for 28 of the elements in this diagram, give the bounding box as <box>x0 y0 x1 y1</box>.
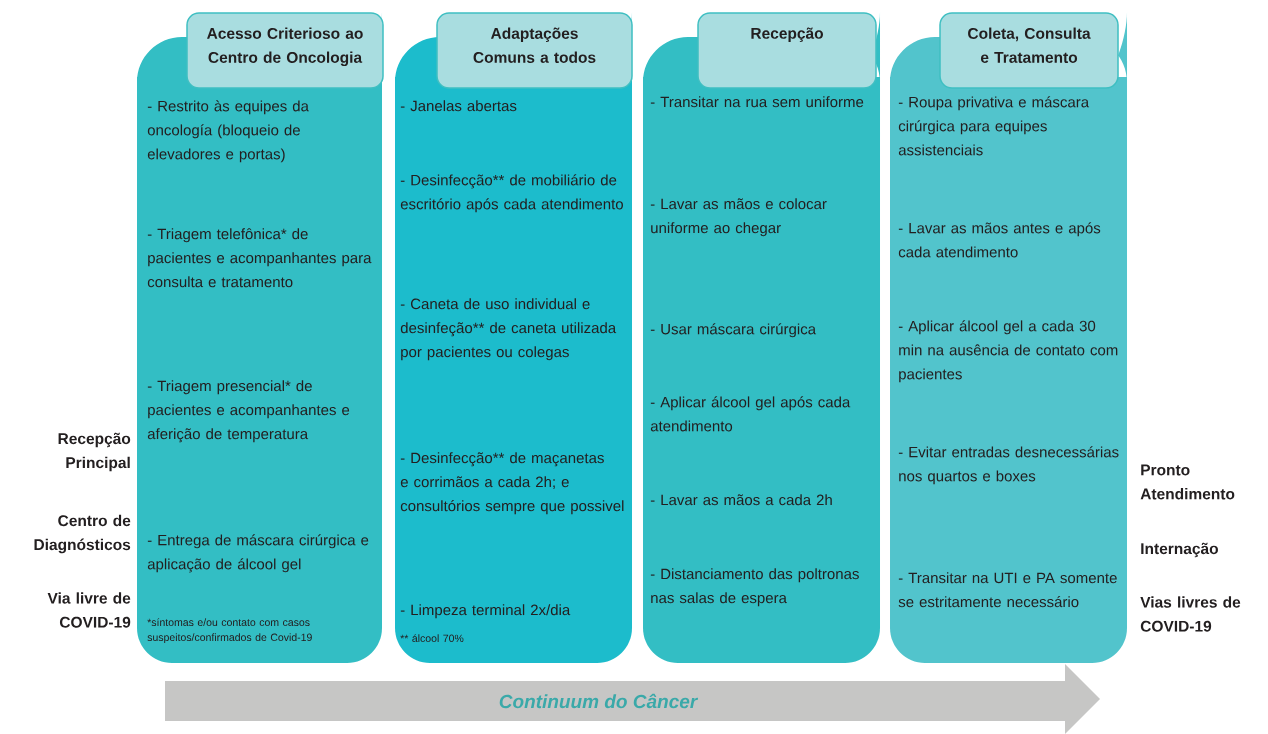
list-item: - Usar máscara cirúrgica <box>650 323 817 338</box>
footnote: ** álcool 70% <box>400 634 464 643</box>
heading-tab: Coleta, Consulta e Tratamento <box>939 12 1119 89</box>
heading-tab: Recepção <box>697 12 877 89</box>
list-item: - Transitar na UTI e PA somente se estritamente necessário <box>898 572 1117 608</box>
list-item: - Janelas abertas <box>400 100 517 112</box>
list-item: - Aplicar álcool gel a cada 30 min na ausência de contato com pacientes <box>898 320 1118 383</box>
list-item: - Evitar entradas desnecessárias nos quartos e boxes <box>898 446 1119 485</box>
heading-tab: Acesso Criterioso ao Centro de Oncologia <box>186 12 384 89</box>
heading-tab: Adaptações Comuns a todos <box>436 12 633 89</box>
list-item: - Lavar as mãos antes e após cada atendimento <box>898 222 1101 258</box>
list-item: - Triagem telefônica* de pacientes e acompanhantes para consulta e tratamento <box>147 228 372 288</box>
list-item: - Limpeza terminal 2x/dia <box>400 604 571 619</box>
list-item: - Lavar as mãos a cada 2h <box>650 494 832 506</box>
list-item: - Aplicar álcool gel após cada atendimento <box>650 396 851 432</box>
list-item: - Entrega de máscara cirúrgica e aplicação de álcool gel <box>147 534 369 573</box>
list-item: - Lavar as mãos e colocar uniforme ao chegar <box>650 198 827 237</box>
list-item: - Transitar na rua sem uniforme <box>650 96 864 108</box>
list-item: - Caneta de uso individual e desinfeção** de caneta utilizada por pacientes ou colegas <box>400 298 617 361</box>
list-item: - Distanciamento das poltronas nas salas de espera <box>650 568 859 607</box>
list-item: - Desinfecção** de maçanetas e corrimãos a cada 2h; e consultórios sempre que possivel <box>400 452 624 515</box>
list-item: - Triagem presencial* de pacientes e acompanhantes e aferição de temperatura <box>147 380 350 443</box>
area-label: Pronto Atendimento <box>1140 464 1235 500</box>
list-item: - Roupa privativa e máscara cirúrgica para equipes assistenciais <box>898 96 1090 156</box>
list-item: - Restrito às equipes da oncología (bloqueio de elevadores e portas) <box>147 100 309 163</box>
area-label: Internação <box>1141 542 1218 558</box>
list-item: - Desinfecção** de mobiliário de escritório após cada atendimento <box>400 174 623 213</box>
footnote: *síntomas e/ou contato com casos suspeitos/confirmados de Covid-19 <box>147 618 312 644</box>
